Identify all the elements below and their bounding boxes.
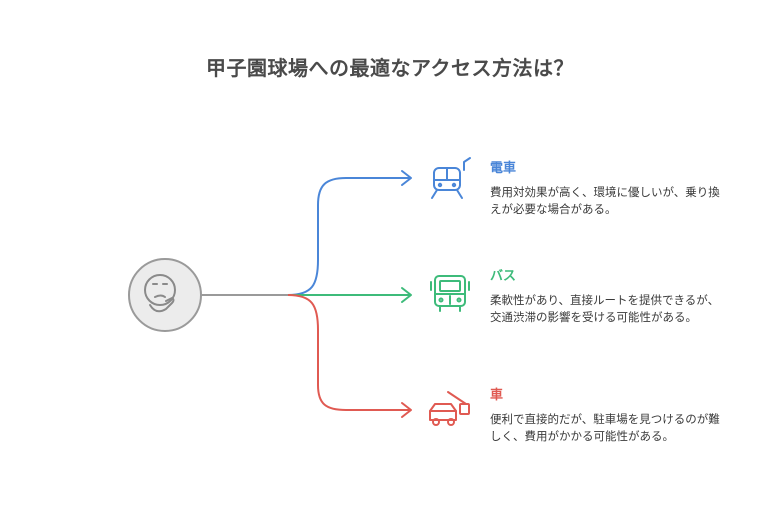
branch-train <box>287 177 410 296</box>
bus-icon <box>430 275 470 312</box>
diagram-title: 甲子園球場への最適なアクセス方法は？ <box>206 56 574 80</box>
option-desc-car: 便利で直接的だが、駐車場を見つけるのが難しく、費用がかかる可能性がある。 <box>490 412 720 443</box>
car-icon <box>429 391 470 426</box>
center-node <box>128 258 202 332</box>
option-title-bus: バス <box>490 269 517 284</box>
option-desc-train: 費用対効果が高く、環境に優しいが、乗り換えが必要な場合がある。 <box>490 185 720 216</box>
branch-car <box>287 294 410 411</box>
thinking-face-icon <box>144 274 176 313</box>
option-title-train: 電車 <box>490 161 517 176</box>
train-icon <box>431 157 471 199</box>
option-desc-bus: 柔軟性があり、直接ルートを提供できるが、交通渋滞の影響を受ける可能性がある。 <box>490 293 720 324</box>
option-title-car: 車 <box>490 388 504 403</box>
